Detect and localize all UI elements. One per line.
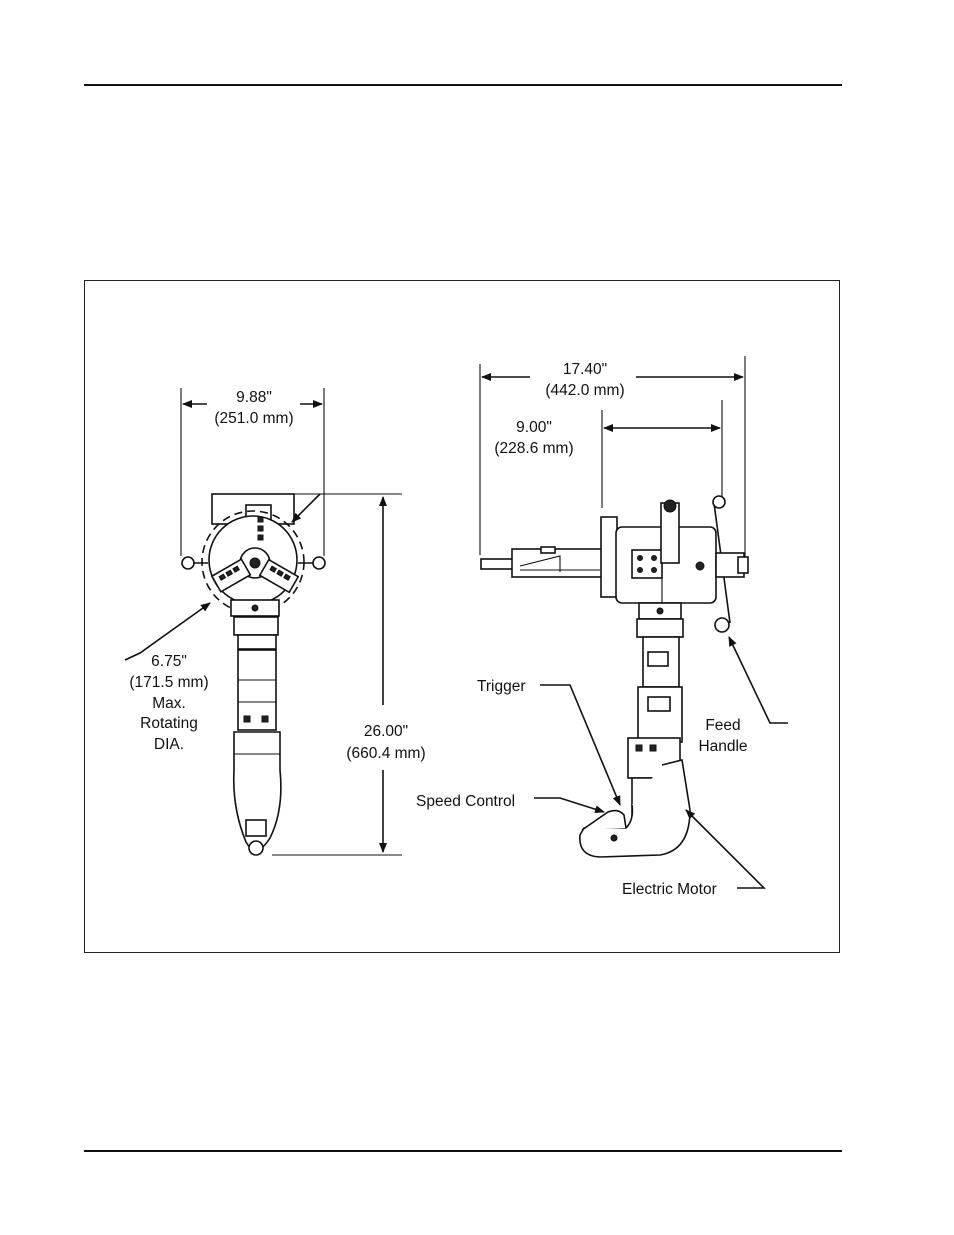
- height-label: 26.00": [364, 723, 408, 740]
- front-view-drawing: [124, 388, 402, 856]
- depth-mm-label: (228.6 mm): [494, 440, 573, 457]
- rotating-dia-label-5: DIA.: [154, 736, 184, 753]
- feed-handle-label-2: Handle: [698, 738, 747, 755]
- rotating-dia-label-1: 6.75": [151, 653, 187, 670]
- rotating-dia-label-2: (171.5 mm): [129, 674, 208, 691]
- depth-label: 9.00": [516, 419, 552, 436]
- speed-control-label: Speed Control: [416, 793, 515, 810]
- rotating-dia-label-4: Rotating: [140, 715, 198, 732]
- height-mm-label: (660.4 mm): [346, 745, 425, 762]
- feed-handle-label-1: Feed: [705, 717, 740, 734]
- rotating-dia-label-3: Max.: [152, 695, 186, 712]
- width-label: 9.88": [236, 389, 272, 406]
- header-rule: [84, 84, 842, 86]
- trigger-label: Trigger: [477, 678, 526, 695]
- electric-motor-label: Electric Motor: [622, 881, 717, 898]
- figure-frame: [84, 280, 840, 953]
- side-view-drawing: [479, 356, 788, 889]
- footer-rule: [84, 1150, 842, 1152]
- overall-length-label: 17.40": [563, 361, 607, 378]
- overall-length-mm-label: (442.0 mm): [545, 382, 624, 399]
- width-mm-label: (251.0 mm): [214, 410, 293, 427]
